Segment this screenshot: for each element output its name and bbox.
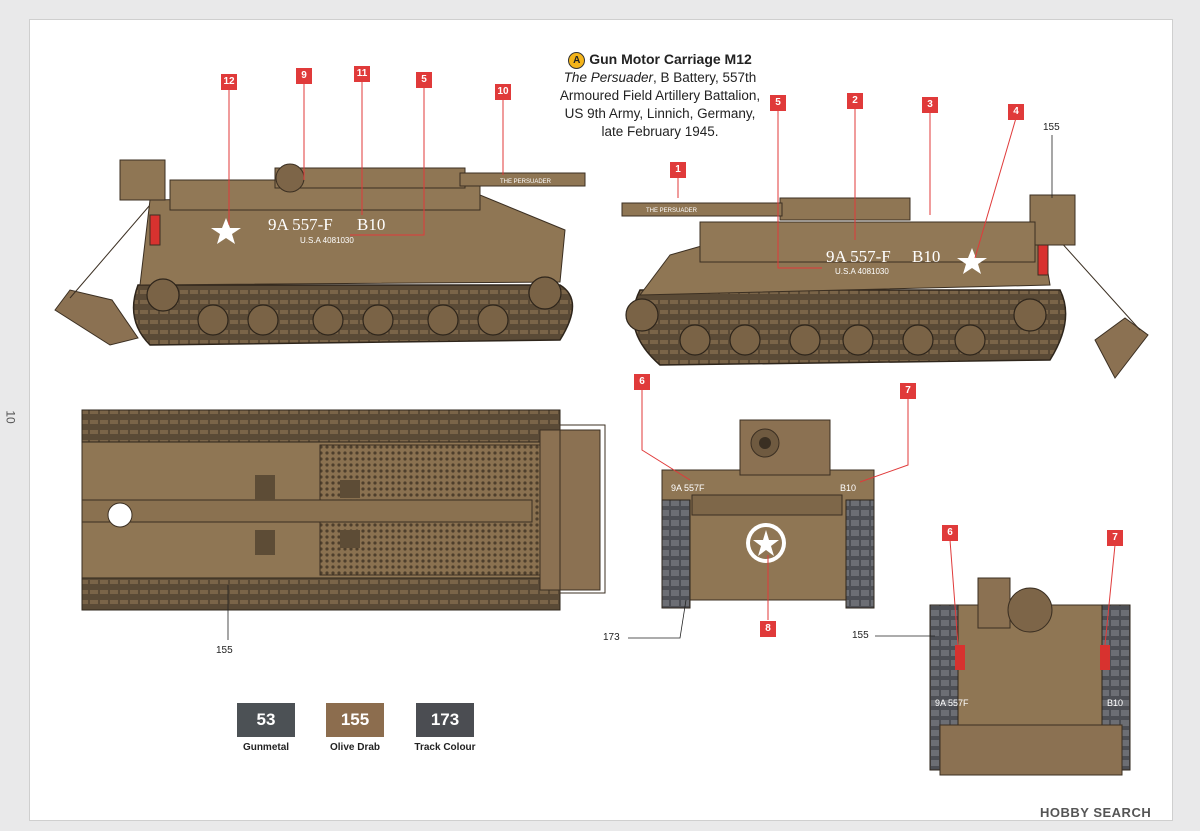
paint-ref-155-right: 155 xyxy=(1043,122,1060,133)
callout-8: 8 xyxy=(760,621,776,637)
front-unit-code: 9A 557F xyxy=(935,698,969,708)
front-vehicle-no: B10 xyxy=(1107,698,1123,708)
callout-9: 9 xyxy=(296,68,312,84)
callout-6-front: 6 xyxy=(942,525,958,541)
paint-ref-155-top: 155 xyxy=(216,645,233,656)
swatch-label-173: Track Colour xyxy=(414,742,476,753)
right-gun-name: THE PERSUADER xyxy=(646,208,698,214)
callout-6-rear: 6 xyxy=(634,374,650,390)
right-unit-code: 9A 557-F xyxy=(826,247,891,266)
callout-2: 2 xyxy=(847,93,863,109)
title-line-4: late February 1945. xyxy=(601,124,719,139)
top-view xyxy=(81,409,606,611)
callout-5-right: 5 xyxy=(770,95,786,111)
callout-11: 11 xyxy=(354,66,370,82)
rear-unit-code: 9A 557F xyxy=(671,483,705,493)
callout-leaders xyxy=(228,80,1116,646)
paint-leaders xyxy=(227,135,1053,640)
left-gun-name: THE PERSUADER xyxy=(500,179,552,185)
callout-7-rear: 7 xyxy=(900,383,916,399)
right-serial: U.S.A 4081030 xyxy=(835,267,889,276)
callout-12: 12 xyxy=(221,74,237,90)
paint-ref-173: 173 xyxy=(603,632,620,643)
rear-view: 9A 557F B10 xyxy=(661,419,875,609)
watermark: HOBBY SEARCH xyxy=(1040,805,1152,820)
right-vehicle-no: B10 xyxy=(912,247,940,266)
scheme-letter-badge: A xyxy=(568,52,586,69)
right-side-view: 9A 557-F B10 U.S.A 4081030 THE PERSUADER xyxy=(621,194,1149,379)
left-unit-code: 9A 557-F xyxy=(268,215,333,234)
callout-4: 4 xyxy=(1008,104,1024,120)
callout-5-left: 5 xyxy=(416,72,432,88)
left-vehicle-no: B10 xyxy=(357,215,385,234)
title-line-1: , B Battery, 557th xyxy=(653,70,757,85)
front-view: 9A 557F B10 xyxy=(929,577,1131,776)
callout-3: 3 xyxy=(922,97,938,113)
swatch-155: 155 xyxy=(326,703,384,737)
swatch-label-155: Olive Drab xyxy=(329,742,381,753)
callout-1: 1 xyxy=(670,162,686,178)
paint-ref-155-front: 155 xyxy=(852,630,869,641)
title-line-2: Armoured Field Artillery Battalion, xyxy=(559,88,761,103)
callout-10: 10 xyxy=(495,84,511,100)
swatch-label-53: Gunmetal xyxy=(242,742,290,753)
vehicle-heading: Gun Motor Carriage M12 xyxy=(589,51,752,67)
rear-vehicle-no: B10 xyxy=(840,483,856,493)
swatch-173: 173 xyxy=(416,703,474,737)
left-side-view: 9A 557-F B10 U.S.A 4081030 THE PERSUADER xyxy=(54,159,586,346)
title-line-3: US 9th Army, Linnich, Germany, xyxy=(564,106,756,121)
vehicle-name: The Persuader xyxy=(563,70,653,85)
swatch-53: 53 xyxy=(237,703,295,737)
left-serial: U.S.A 4081030 xyxy=(300,236,354,245)
callout-7-front: 7 xyxy=(1107,530,1123,546)
